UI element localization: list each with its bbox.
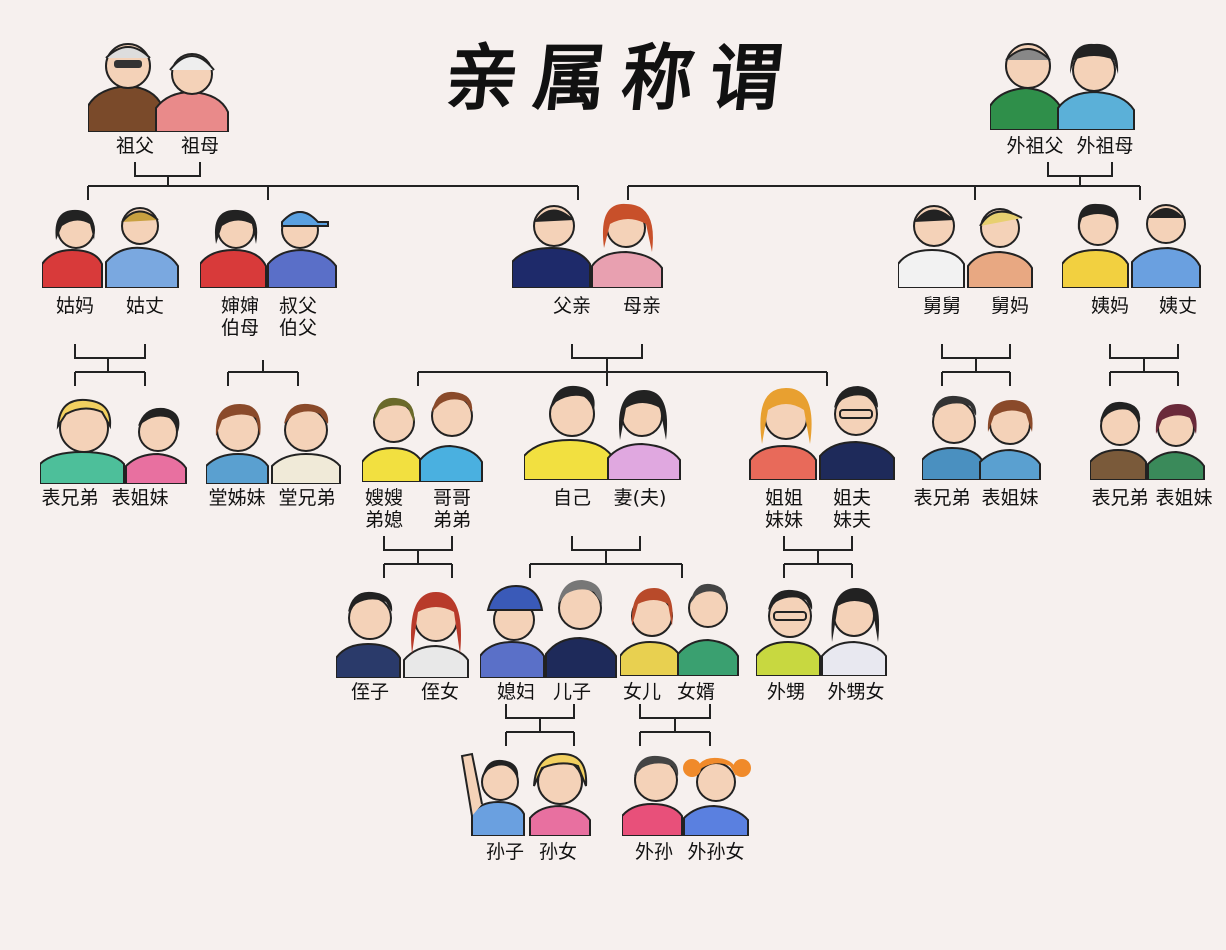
label-maternal-uncle-wife: 舅妈: [990, 295, 1030, 317]
label-paternal-aunt-husband: 姑丈: [125, 295, 165, 317]
label-sister-daughter: 外甥女: [827, 681, 885, 703]
cousins-right-figure: [1090, 401, 1205, 480]
label-sister-son: 外甥: [766, 681, 806, 703]
label-uncle-younger: 叔父: [278, 295, 318, 317]
self-couple-figure: [524, 385, 681, 480]
label-cousin-biao-sister-right: 表姐妹: [1155, 487, 1213, 509]
nephew-niece-figure: [336, 591, 469, 678]
label-cousin-biao-left: 表兄弟: [41, 487, 99, 509]
label-sister-in-law-younger: 弟媳: [364, 509, 404, 531]
label-elder-sister: 姐姐: [764, 487, 804, 509]
maternal-uncle-couple-figure: [898, 205, 1033, 288]
grandparents-figure: [88, 43, 229, 132]
label-younger-sister-husband: 妹夫: [832, 509, 872, 531]
label-paternal-aunt: 姑妈: [55, 295, 95, 317]
tang-cousins-figure: [206, 403, 341, 484]
label-niece: 侄女: [420, 681, 460, 703]
label-self: 自己: [552, 487, 592, 509]
siblings-left-figure: [362, 391, 483, 482]
label-cousin-biao-right: 表兄弟: [1091, 487, 1149, 509]
label-younger-brother: 弟弟: [432, 509, 472, 531]
son-couple-figure: [480, 580, 617, 678]
label-cousin-tang-sister: 堂姊妹: [208, 487, 266, 509]
label-son-in-law: 女婿: [676, 681, 716, 703]
label-granddaughter: 孙女: [538, 841, 578, 863]
sister-children-figure: [756, 588, 887, 676]
label-maternal-grandfather: 外祖父: [1006, 135, 1064, 157]
label-grandmother: 祖母: [180, 135, 220, 157]
chart-title: 亲属称谓: [441, 35, 803, 120]
label-aunt-wife-of-uncle: 婶婶: [220, 295, 260, 317]
label-mother: 母亲: [622, 295, 662, 317]
maternal-grandparents-figure: [990, 43, 1135, 130]
label-daughter-son: 外孙: [634, 841, 674, 863]
daughter-couple-figure: [620, 583, 739, 676]
label-sister-in-law-elder: 嫂嫂: [364, 487, 404, 509]
cousins-mid-figure: [922, 395, 1041, 480]
label-maternal-uncle: 舅舅: [922, 295, 962, 317]
paternal-aunt-couple-figure: [42, 207, 179, 288]
label-nephew: 侄子: [350, 681, 390, 703]
label-cousin-biao-sister-left: 表姐妹: [111, 487, 169, 509]
label-daughter-daughter: 外孙女: [687, 841, 745, 863]
label-father: 父亲: [552, 295, 592, 317]
sisters-couple-figure: [749, 386, 895, 480]
cousins-left-figure: [40, 398, 187, 484]
label-elder-uncle-wife: 伯母: [220, 317, 260, 339]
label-maternal-aunt-husband: 姨丈: [1158, 295, 1198, 317]
label-younger-sister: 妹妹: [764, 509, 804, 531]
label-cousin-biao-mid: 表兄弟: [913, 487, 971, 509]
label-elder-sister-husband: 姐夫: [832, 487, 872, 509]
label-grandfather: 祖父: [115, 135, 155, 157]
label-grandson: 孙子: [485, 841, 525, 863]
grandchildren-daughter-figure: [622, 755, 751, 836]
label-elder-brother: 哥哥: [432, 487, 472, 509]
grandchildren-son-figure: [460, 752, 591, 836]
label-spouse: 妻(夫): [613, 487, 667, 509]
label-cousin-biao-sister-mid: 表姐妹: [981, 487, 1039, 509]
label-daughter: 女儿: [622, 681, 662, 703]
label-maternal-aunt: 姨妈: [1090, 295, 1130, 317]
label-daughter-in-law: 媳妇: [496, 681, 536, 703]
label-son: 儿子: [552, 681, 592, 703]
label-cousin-tang-brother: 堂兄弟: [278, 487, 336, 509]
uncle-couple-figure: [200, 209, 337, 288]
label-maternal-grandmother: 外祖母: [1076, 135, 1134, 157]
maternal-aunt-couple-figure: [1062, 203, 1201, 288]
label-uncle-elder: 伯父: [278, 317, 318, 339]
parents-figure: [512, 203, 663, 288]
